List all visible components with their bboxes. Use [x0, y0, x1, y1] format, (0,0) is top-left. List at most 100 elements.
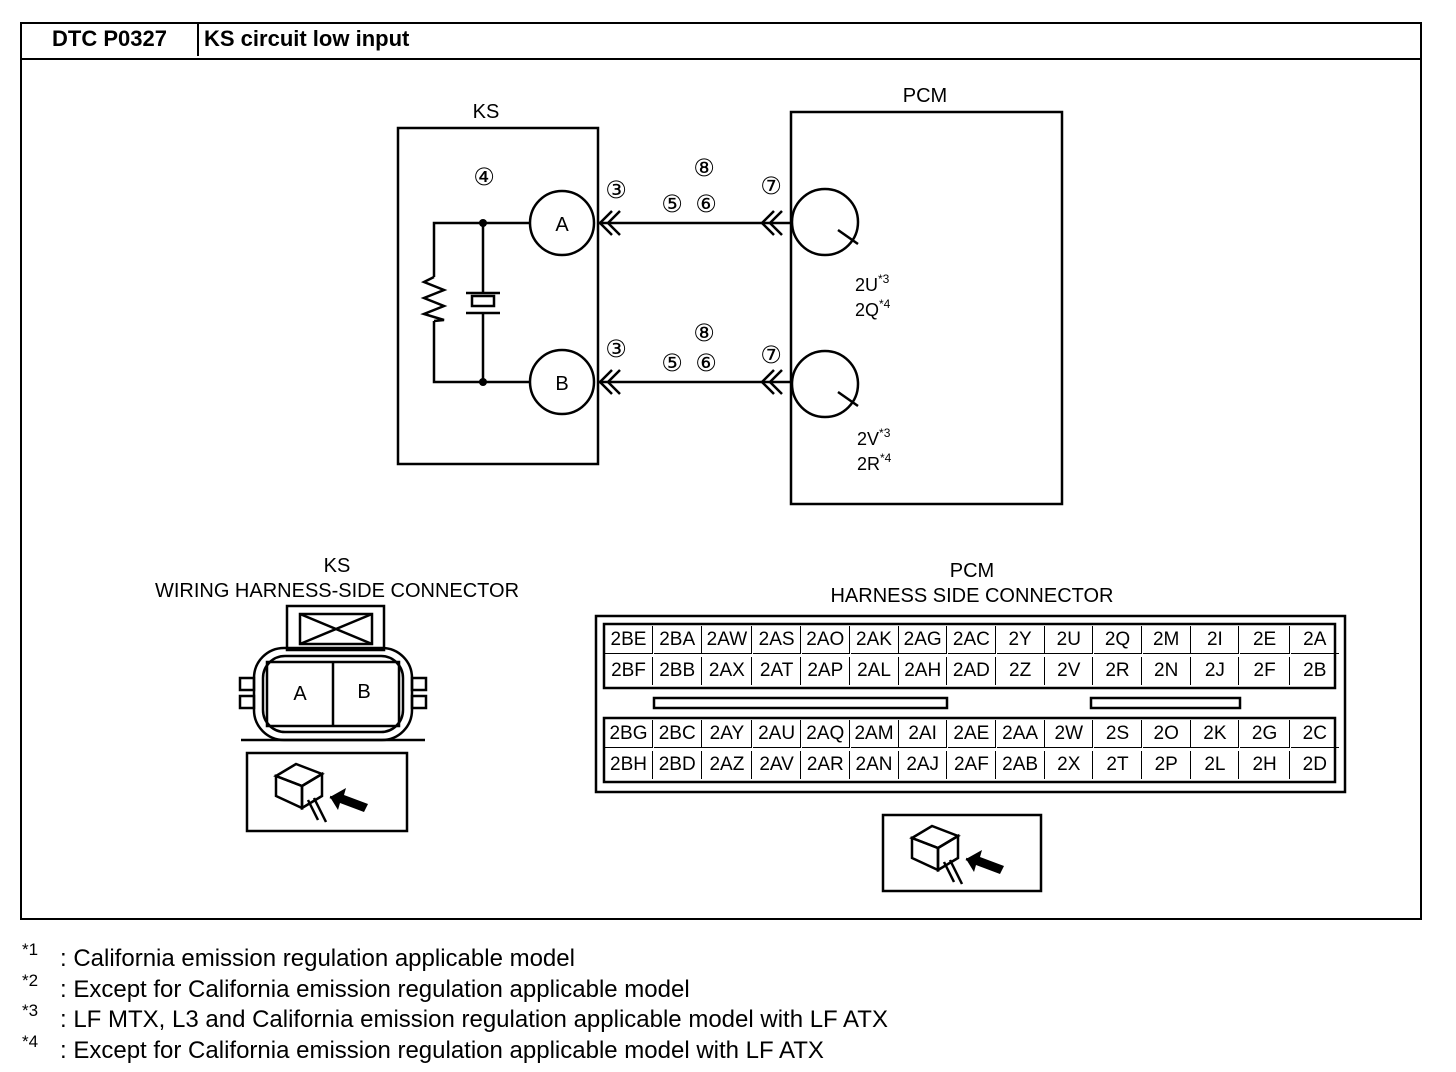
- resistor: [420, 275, 448, 323]
- footnote-text: : California emission regulation applica…: [60, 945, 575, 972]
- footnote-3: *3 : LF MTX, L3 and California emission r…: [22, 1001, 888, 1036]
- pcm-pin-cell: 2AV: [753, 751, 802, 779]
- dtc-code: DTC P0327: [22, 24, 199, 56]
- step-5-top: ⑤: [661, 191, 683, 218]
- pcm-pin-cell: 2AM: [850, 720, 899, 748]
- pcm-pin-cell: 2AF: [948, 751, 996, 779]
- pcm-pin-cell: 2AH: [899, 657, 948, 685]
- pcm-pin-cell: 2AN: [851, 751, 899, 779]
- pcm-pin-cell: 2L: [1191, 751, 1240, 779]
- ks-connector-pin-b: B: [357, 681, 370, 703]
- ks-connector-title-1: KS: [324, 555, 351, 577]
- dtc-title: KS circuit low input: [204, 26, 410, 51]
- ks-connector-pin-a: A: [293, 683, 307, 705]
- pcm-connector-outline: [594, 614, 1347, 794]
- pcm-pin-cell: 2AY: [702, 720, 753, 748]
- pcm-key-right: [1089, 696, 1242, 710]
- pcm-pin-top-line2: 2Q*4: [855, 297, 891, 320]
- pcm-pin-cell: 2AX: [702, 657, 753, 685]
- ks-connector-title-2: WIRING HARNESS-SIDE CONNECTOR: [155, 580, 519, 602]
- pcm-pin-cell: 2AB: [997, 751, 1045, 779]
- pcm-connector-title-2: HARNESS SIDE CONNECTOR: [830, 585, 1113, 607]
- pcm-pin-cell: 2AU: [753, 720, 802, 748]
- ks-internal-wire: [432, 221, 530, 277]
- pcm-pin-bottom-line2: 2R*4: [857, 451, 892, 474]
- pcm-pin-cell: 2BE: [605, 626, 653, 654]
- pcm-pin-cell: 2A: [1290, 626, 1339, 654]
- pcm-pin-cell: 2AA: [996, 720, 1045, 748]
- pcm-pin-cell: 2AR: [802, 751, 850, 779]
- footnote-text: : Except for California emission regulat…: [60, 1036, 824, 1064]
- pcm-terminal-bottom: [790, 349, 860, 419]
- step-7-top: ⑦: [760, 173, 782, 200]
- pcm-connector-title-1: PCM: [950, 560, 994, 582]
- footnote-mark: *1: [22, 940, 39, 959]
- pcm-pin-cell: 2AT: [753, 657, 802, 685]
- pcm-pin-cell: 2B: [1303, 660, 1327, 681]
- footnote-mark: *2: [22, 970, 39, 990]
- pcm-pin-cell: 2BH: [605, 751, 653, 779]
- pcm-pin-cell: 2V: [1045, 657, 1094, 685]
- pcm-pin-cell: 2K: [1191, 720, 1240, 748]
- pcm-pin-cell: 2X: [1045, 751, 1094, 779]
- pcm-pin-cell: 2T: [1094, 751, 1142, 779]
- pcm-pin-cell: 2AG: [899, 626, 948, 654]
- footnotes: *1 : California emission regulation appli…: [22, 940, 888, 1067]
- pcm-pin-cell: 2AZ: [702, 751, 753, 779]
- step-7-bottom: ⑦: [760, 342, 782, 369]
- step-8-bottom: ⑧: [693, 320, 715, 347]
- footnote-1: *1 : California emission regulation appli…: [22, 940, 888, 975]
- step-3-bottom: ③: [605, 336, 627, 363]
- pcm-pin-cell: 2G: [1240, 720, 1291, 748]
- pcm-pin-bottom-line1: 2V*3: [857, 426, 891, 449]
- pcm-pin-cell: 2W: [1045, 720, 1094, 748]
- terminal-b-label: B: [555, 373, 568, 395]
- footnote-4: *4: Except for California emission regul…: [22, 1032, 888, 1067]
- pcm-pin-cell: 2BD: [654, 751, 702, 779]
- pcm-pin-cell: 2BA: [653, 626, 702, 654]
- ks-connector-view-icon: [245, 751, 409, 833]
- pcm-pin-cell: 2AS: [753, 626, 802, 654]
- pcm-pin-cell: 2S: [1094, 720, 1142, 748]
- piezo-element: [470, 294, 496, 308]
- footnote-text: : Except for California emission regulat…: [60, 975, 690, 1003]
- pcm-pin-cell: 2H: [1240, 751, 1291, 779]
- pcm-pin-cell: 2AQ: [801, 720, 850, 748]
- pcm-pin-cell: 2AP: [802, 657, 850, 685]
- pcm-connector-view-icon: [881, 813, 1043, 893]
- pcm-box: [789, 110, 1064, 506]
- terminal-a-label: A: [555, 214, 569, 236]
- pcm-pin-top-line1: 2U*3: [855, 272, 890, 295]
- pcm-pin-cell: 2R: [1094, 657, 1142, 685]
- pcm-pin-cell: 2D: [1302, 754, 1327, 775]
- pcm-pin-cell: 2AI: [899, 720, 948, 748]
- pcm-pin-cell: 2P: [1143, 751, 1191, 779]
- footnote-mark: *3: [22, 1001, 39, 1020]
- footnote-text: : LF MTX, L3 and California emission reg…: [60, 1006, 888, 1033]
- pcm-pin-cell: 2AE: [947, 720, 996, 748]
- pcm-pin-cell: 2M: [1142, 626, 1191, 654]
- pcm-pin-cell: 2AC: [947, 626, 996, 654]
- pcm-pin-cell: 2AW: [702, 626, 753, 654]
- pcm-pin-cell: 2Q: [1094, 626, 1142, 654]
- pcm-pin-cell: 2N: [1143, 657, 1191, 685]
- pcm-pin-cell: 2AK: [850, 626, 899, 654]
- step-3-top: ③: [605, 177, 627, 204]
- pcm-pin-cell: 2Y: [996, 626, 1045, 654]
- footnote-2: *2 : Except for California emission regul…: [22, 971, 888, 1006]
- pcm-pin-cell: 2O: [1142, 720, 1191, 748]
- ks-connector-drawing: [238, 604, 428, 742]
- pcm-pin-cell: 2BB: [654, 657, 702, 685]
- pcm-key-left: [652, 696, 949, 710]
- step-6-bottom: ⑥: [695, 350, 717, 377]
- step-4: ④: [473, 164, 495, 191]
- diagram-frame: DTC P0327 KS circuit low input: [20, 22, 1422, 920]
- ks-box: [396, 126, 600, 466]
- pcm-label: PCM: [903, 85, 947, 107]
- pcm-pin-cell: 2BF: [605, 657, 653, 685]
- pcm-pin-cell: 2J: [1191, 657, 1240, 685]
- pcm-pin-cell: 2BG: [605, 720, 653, 748]
